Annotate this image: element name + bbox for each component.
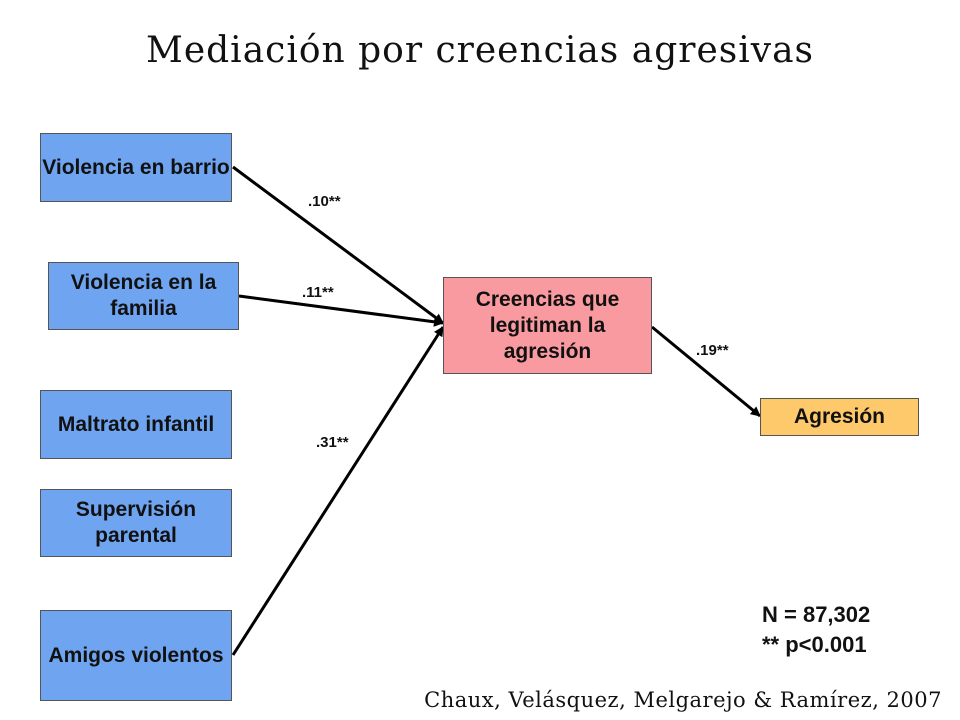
coef-barrio: .10** (308, 193, 341, 210)
arrow-barrio-to-creencias (232, 165, 444, 325)
predictor-violencia-barrio: Violencia en barrio (40, 133, 232, 202)
coef-amigos: .31** (316, 434, 349, 451)
coef-familia: .11** (302, 284, 334, 301)
predictor-supervision-parental: Supervisión parental (40, 489, 232, 557)
arrow-amigos-to-creencias (231, 326, 445, 656)
arrow-creencias-to-agresion (651, 325, 761, 418)
predictor-amigos-violentos: Amigos violentos (40, 610, 232, 701)
arrow-familia-to-creencias (238, 294, 444, 327)
predictor-maltrato-infantil: Maltrato infantil (40, 390, 232, 459)
significance-note: ** p<0.001 (762, 632, 867, 657)
outcome-agresion: Agresión (760, 398, 919, 436)
predictor-violencia-familia: Violencia en la familia (48, 262, 239, 330)
citation: Chaux, Velásquez, Melgarejo & Ramírez, 2… (424, 688, 942, 712)
page-title: Mediación por creencias agresivas (145, 30, 815, 71)
sample-size: N = 87,302 (762, 602, 871, 627)
mediator-creencias: Creencias que legitiman la agresión (443, 277, 652, 374)
coef-creencias-agresion: .19** (696, 342, 729, 359)
